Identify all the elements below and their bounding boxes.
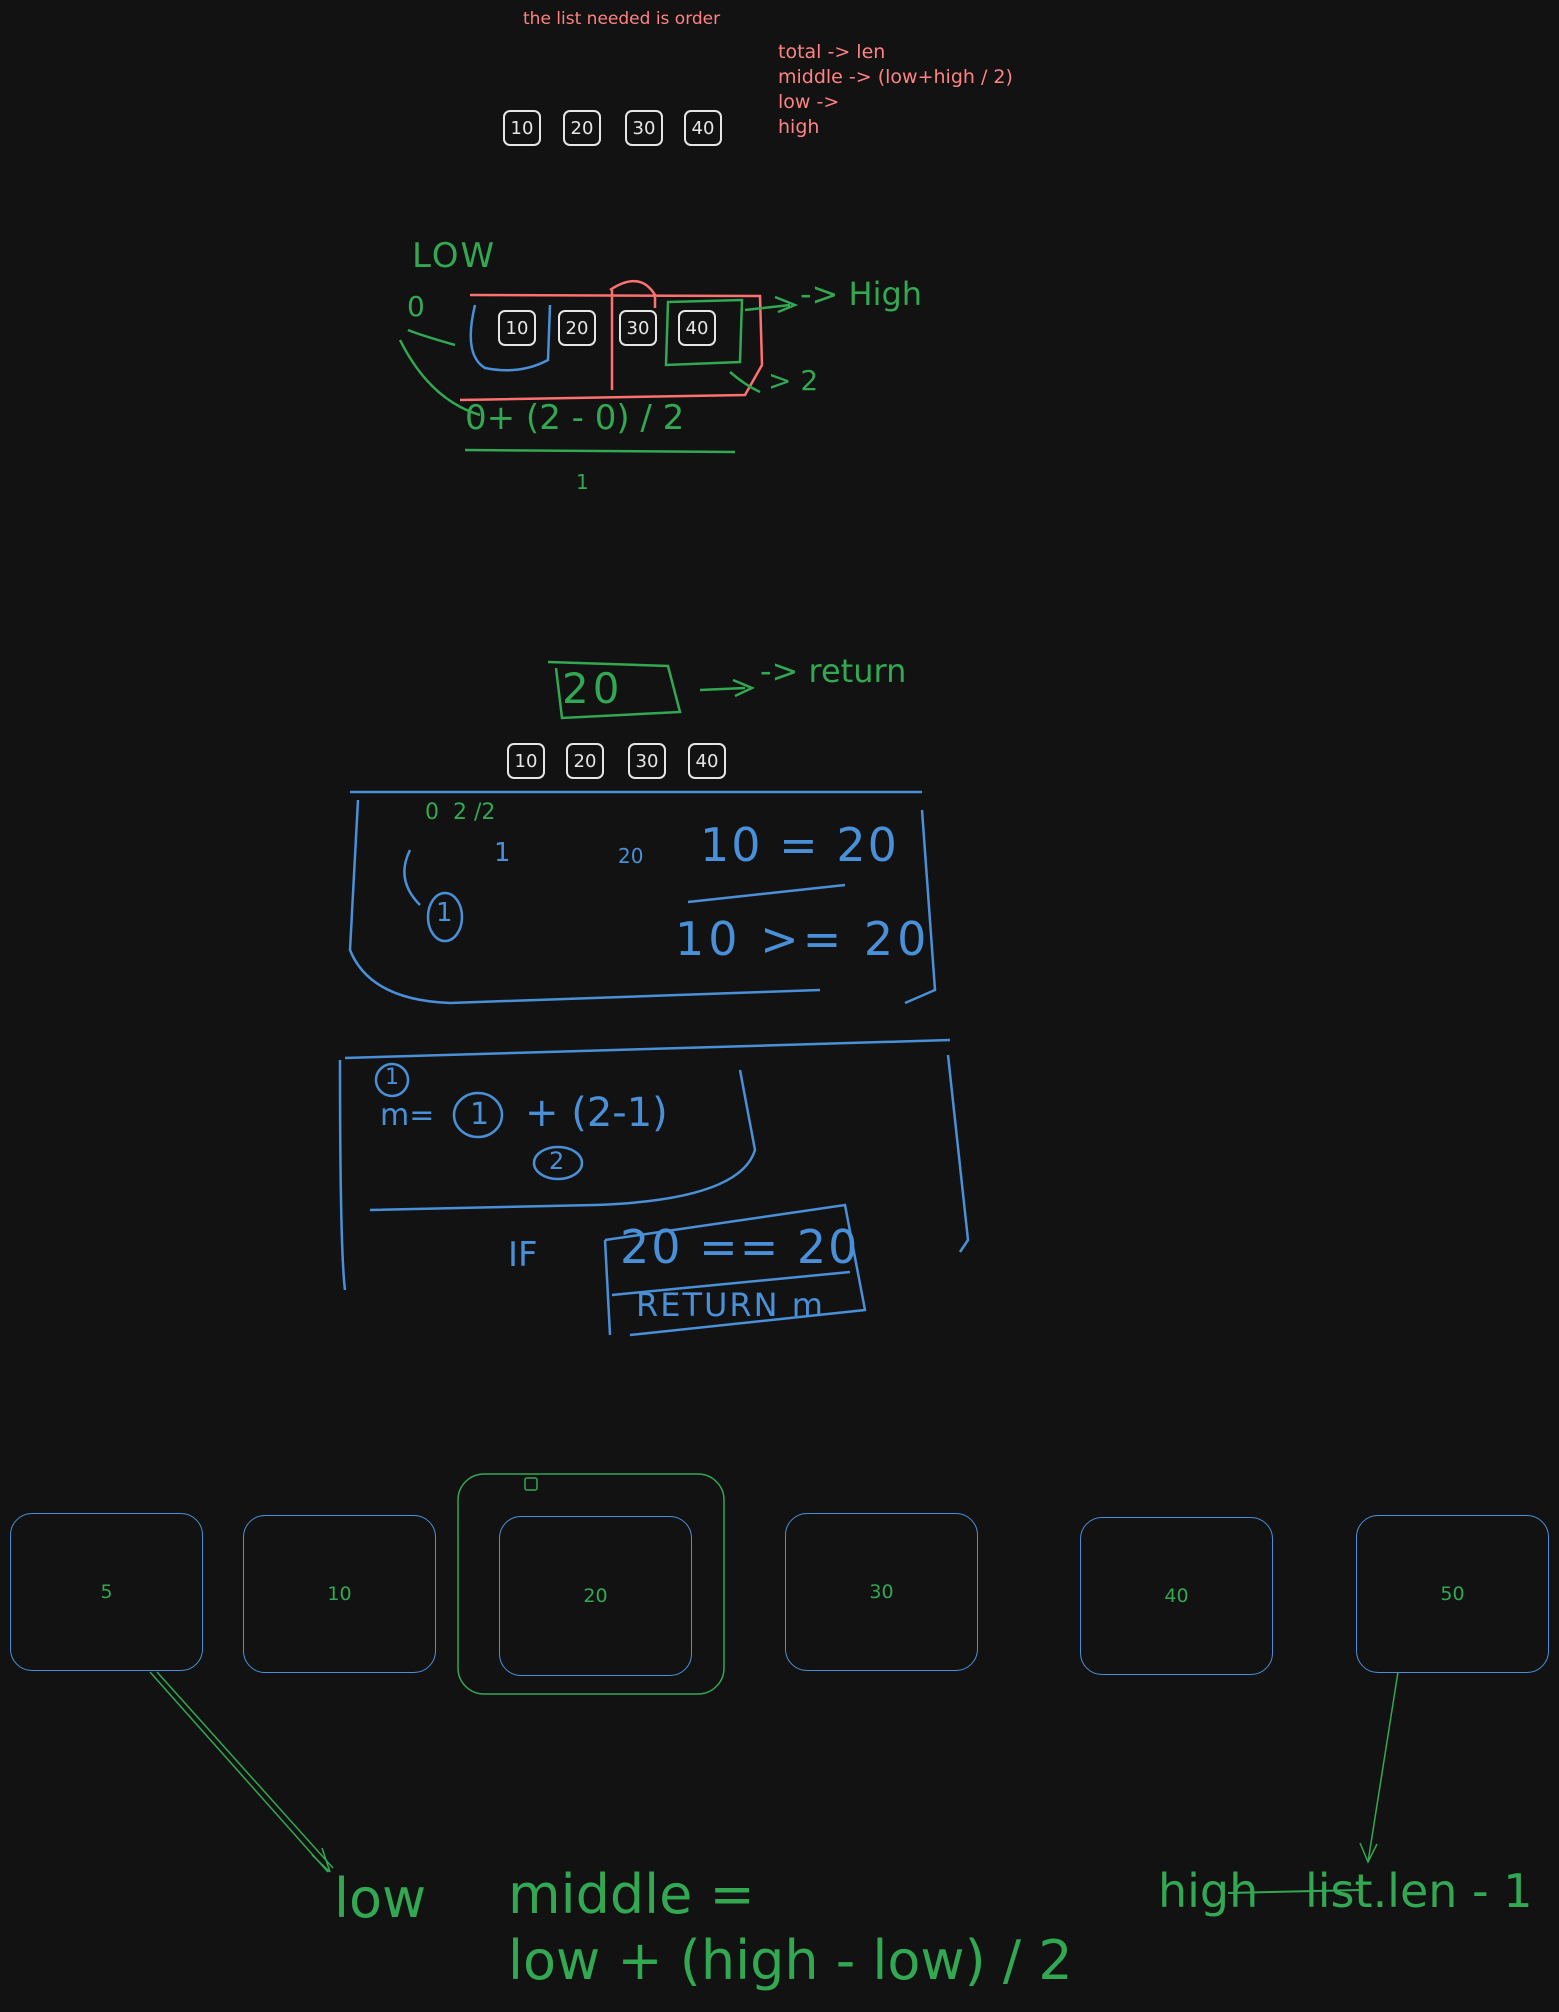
note-line-high: high xyxy=(778,116,820,138)
note-line-total: total -> len xyxy=(778,41,886,63)
sketch2-cell: 20 xyxy=(566,743,604,779)
return-label: -> return xyxy=(760,652,907,690)
m-expression: + (2-1) xyxy=(525,1090,668,1136)
return-statement: RETURN m xyxy=(636,1286,825,1324)
high-pointer-word: high xyxy=(1158,1864,1259,1918)
circled-two: 2 xyxy=(549,1147,565,1175)
circled-one: 1 xyxy=(436,898,453,928)
array-box: 10 xyxy=(243,1515,436,1673)
circled-step: 1 xyxy=(385,1065,399,1090)
header-title: the list needed is order xyxy=(523,9,721,29)
sketch1-cell: 20 xyxy=(558,310,596,346)
array-box: 30 xyxy=(785,1513,978,1671)
top-array-cell: 40 xyxy=(684,110,722,146)
high-label: -> High xyxy=(800,275,923,313)
array-box-middle: 20 xyxy=(499,1516,692,1676)
low-label: LOW xyxy=(412,236,497,276)
notes-panel: total -> len middle -> (low+high / 2) lo… xyxy=(778,40,1013,140)
if-label: IF xyxy=(508,1235,538,1275)
target-value: 20 xyxy=(562,664,624,713)
midpoint-result: 1 xyxy=(576,470,589,494)
array-box: 40 xyxy=(1080,1517,1273,1675)
array-box: 5 xyxy=(10,1513,203,1671)
high-pointer-formula: list.len - 1 xyxy=(1305,1864,1533,1918)
array-box: 50 xyxy=(1356,1515,1549,1673)
high-value: > 2 xyxy=(768,364,819,397)
sketch1-cell: 40 xyxy=(678,310,716,346)
middle-formula-line2: low + (high - low) / 2 xyxy=(508,1929,1073,1992)
compare-prefix: 20 xyxy=(618,844,644,868)
middle-formula-line1: middle = xyxy=(508,1863,755,1926)
note-line-middle: middle -> (low+high / 2) xyxy=(778,66,1013,88)
index-notes: 0 2 /2 xyxy=(425,800,496,825)
if-condition: 20 == 20 xyxy=(620,1220,860,1274)
low-value: 0 xyxy=(407,290,425,323)
compare-equals: 10 = 20 xyxy=(700,818,899,872)
top-array-cell: 10 xyxy=(503,110,541,146)
m-assign: m= xyxy=(380,1098,435,1133)
midpoint-formula: 0+ (2 - 0) / 2 xyxy=(465,398,685,438)
sketch2-cell: 40 xyxy=(688,743,726,779)
top-array-cell: 30 xyxy=(625,110,663,146)
sketch1-cell: 30 xyxy=(619,310,657,346)
compare-gte: 10 >= 20 xyxy=(675,912,931,966)
sketch2-cell: 30 xyxy=(628,743,666,779)
step-one: 1 xyxy=(494,838,511,868)
sketch2-cell: 10 xyxy=(507,743,545,779)
note-line-low: low -> xyxy=(778,91,840,113)
top-array-cell: 20 xyxy=(563,110,601,146)
sketch1-cell: 10 xyxy=(498,310,536,346)
low-pointer-label: low xyxy=(334,1867,427,1930)
m-low-value: 1 xyxy=(470,1097,490,1132)
